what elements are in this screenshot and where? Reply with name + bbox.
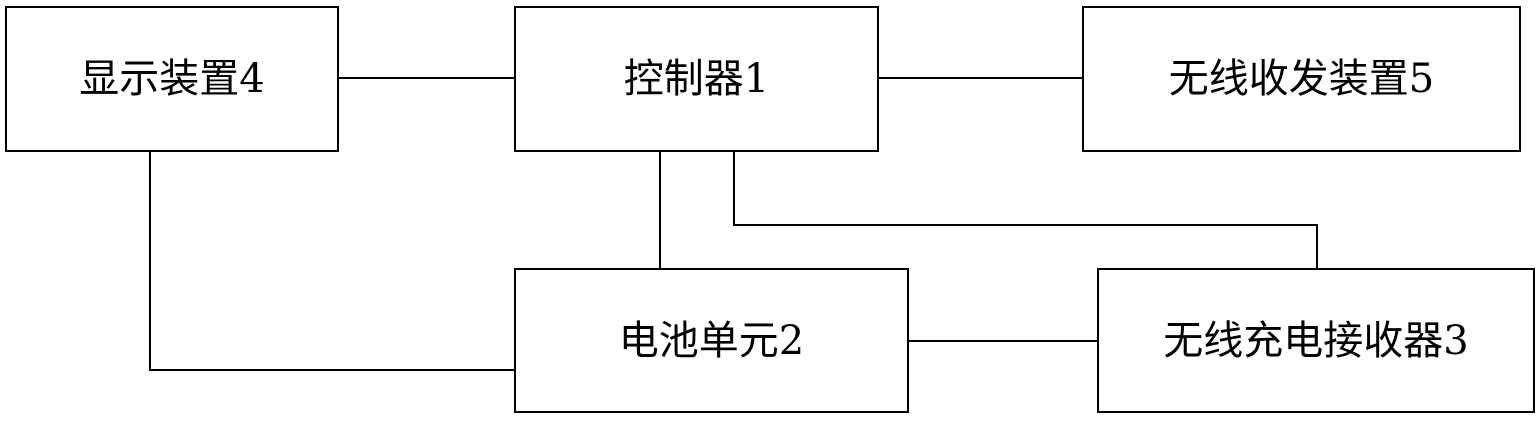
wireless-charging-receiver-label: 无线充电接收器3 — [1163, 317, 1469, 364]
battery-unit-label: 电池单元2 — [618, 317, 805, 364]
controller-box: 控制器1 — [514, 6, 879, 152]
battery-unit-box: 电池单元2 — [514, 268, 909, 413]
wire-display-battery — [149, 152, 514, 371]
wireless-charging-receiver-box: 无线充电接收器3 — [1097, 268, 1535, 413]
wireless-transceiver-label: 无线收发装置5 — [1168, 56, 1435, 102]
wireless-transceiver-box: 无线收发装置5 — [1082, 6, 1521, 152]
display-device-label: 显示装置4 — [79, 56, 265, 102]
display-device-box: 显示装置4 — [5, 6, 339, 152]
controller-label: 控制器1 — [623, 56, 770, 102]
wire-controller-receiver — [733, 152, 1318, 268]
